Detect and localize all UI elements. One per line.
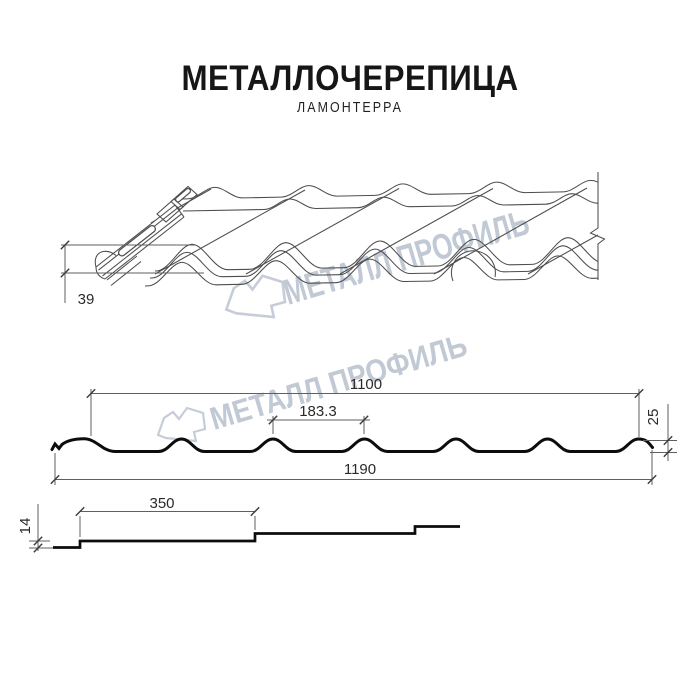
step-profile-outline [53,525,460,549]
strip-slot [119,226,155,256]
page-title: МЕТАЛЛОЧЕРЕПИЦА [182,59,519,98]
perspective-view [94,179,598,287]
strip-under-line [106,255,138,281]
rib-line [433,187,588,275]
page-subtitle: ЛАМОНТЕРРА [297,99,403,116]
rake-strip-edge [95,204,176,268]
rib-line [339,188,494,275]
break-line [589,172,606,280]
rib-line [245,188,400,275]
tile-edge-front [144,255,598,287]
rake-strip-edge [104,216,185,280]
rake-strip-tip-cap [95,266,106,280]
dim-total-width: 1190 [344,461,376,478]
brand-logo-icon [156,406,207,443]
dim-39-group: 39 [60,240,204,308]
dim-cover-width: 1100 [350,376,382,393]
dim-wave-pitch: 183.3 [299,403,337,420]
strip-tab-slot [176,189,190,202]
longitudinal-view: 350 14 [17,495,460,553]
cross-section-view: 1190 1100 183.3 25 [50,376,677,485]
strip-tab [170,185,198,211]
detail-arc [450,250,496,282]
profile-outline [50,437,654,453]
dim-step-length: 350 [149,495,174,512]
brand-logo-icon [224,274,287,319]
dim-step-height-39: 39 [78,291,95,308]
tile-step-line1 [155,237,598,272]
rake-strip-tip [94,250,117,268]
rib-line [154,189,306,275]
tile-edge-top2 [182,193,598,212]
tile-edge-top [181,179,598,200]
watermark-lower: МЕТАЛЛ ПРОФИЛЬ [156,327,471,443]
dim-profile-height: 25 [645,409,662,426]
dim-step-height-14: 14 [17,518,34,535]
tile-step-line2 [150,245,598,279]
rib-line [527,234,598,275]
